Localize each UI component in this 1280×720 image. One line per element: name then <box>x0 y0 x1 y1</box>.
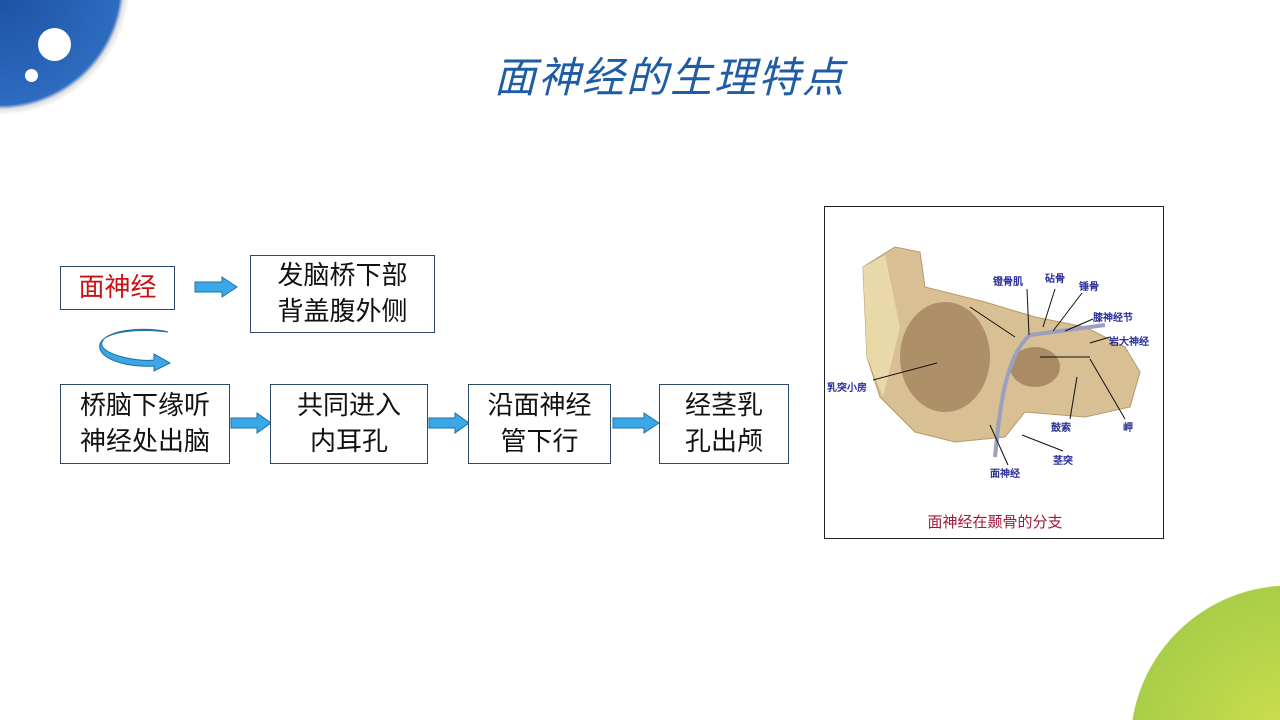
facial-nerve-box: 面神经 <box>60 266 175 310</box>
origin-box: 发脑桥下部 背盖腹外侧 <box>250 255 435 333</box>
slide-title: 面神经的生理特点 <box>493 53 846 102</box>
step-4-line2: 孔出颅 <box>684 427 763 457</box>
label-geniculate: 膝神经节 <box>1093 311 1133 324</box>
arrow-right-icon <box>230 412 272 434</box>
temporal-bone-figure: 镫骨肌 砧骨 锤骨 膝神经节 岩大神经 乳突小房 鼓索 岬 茎突 面神经 面神经… <box>824 206 1164 539</box>
decoration-dot-small <box>25 69 38 82</box>
label-malleus: 锤骨 <box>1079 280 1099 293</box>
arrow-right-icon <box>194 276 238 298</box>
step-2-line2: 内耳孔 <box>309 427 388 457</box>
corner-decoration-blue <box>0 0 130 115</box>
origin-line2: 背盖腹外侧 <box>277 297 408 327</box>
label-stapedius: 镫骨肌 <box>993 275 1023 288</box>
step-box-2: 共同进入 内耳孔 <box>270 384 428 464</box>
step-4-line1: 经茎乳 <box>684 391 763 421</box>
corner-decoration-green <box>1120 580 1280 720</box>
arrow-right-icon <box>612 412 660 434</box>
step-3-line1: 沿面神经 <box>487 391 592 421</box>
temporal-bone-illustration: 镫骨肌 砧骨 锤骨 膝神经节 岩大神经 乳突小房 鼓索 岬 茎突 面神经 面神经… <box>827 246 1149 531</box>
label-facial: 面神经 <box>990 467 1020 480</box>
origin-line1: 发脑桥下部 <box>277 261 408 291</box>
step-2-line1: 共同进入 <box>296 391 401 421</box>
label-chorda: 鼓索 <box>1051 421 1071 434</box>
label-petrosal: 岩大神经 <box>1108 335 1149 348</box>
curved-arrow-icon <box>99 328 172 372</box>
step-box-1: 桥脑下缘听 神经处出脑 <box>60 384 230 464</box>
label-incus: 砧骨 <box>1044 272 1065 285</box>
label-styloid: 茎突 <box>1053 454 1073 467</box>
label-mastoid: 乳突小房 <box>827 381 867 394</box>
arrow-right-icon <box>428 412 470 434</box>
step-box-3: 沿面神经 管下行 <box>468 384 611 464</box>
label-promontory: 岬 <box>1123 421 1133 434</box>
facial-nerve-label: 面神经 <box>78 273 157 303</box>
step-1-line2: 神经处出脑 <box>79 427 210 457</box>
figure-caption: 面神经在颞骨的分支 <box>927 513 1062 531</box>
step-3-line2: 管下行 <box>500 427 579 457</box>
step-1-line1: 桥脑下缘听 <box>79 391 210 421</box>
decoration-dot-large <box>38 28 71 61</box>
step-box-4: 经茎乳 孔出颅 <box>659 384 789 464</box>
